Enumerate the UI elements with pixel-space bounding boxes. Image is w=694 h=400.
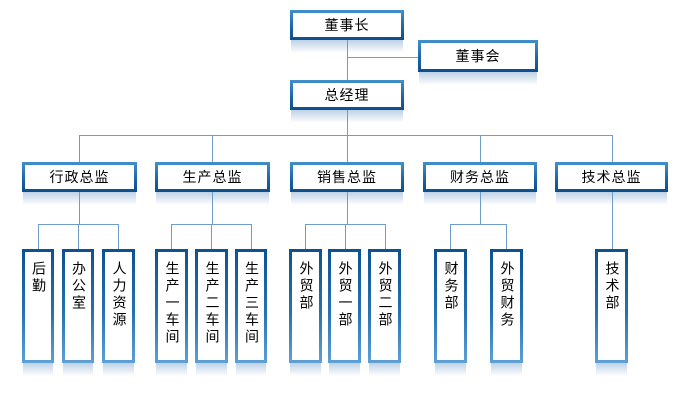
node-label: 行政总监 [49,170,110,186]
node-chairman[interactable]: 董事长 [290,10,404,53]
node-dept-workshop-3[interactable]: 生产三车间 [235,249,267,376]
node-general-manager[interactable]: 总经理 [290,80,404,123]
connector [38,224,39,249]
connector [118,224,119,249]
connector [450,224,451,249]
node-label: 董事长 [324,18,370,34]
node-label: 技术总监 [581,170,642,186]
node-director-production[interactable]: 生产总监 [155,162,270,205]
connector [347,40,348,80]
connector [480,192,481,224]
node-label: 生产总监 [182,170,243,186]
connector [78,224,79,249]
node-dept-office[interactable]: 办公室 [62,249,94,376]
node-dept-finance[interactable]: 财务部 [434,249,467,376]
node-label: 外贸二部 [376,261,393,329]
node-director-finance[interactable]: 财务总监 [423,162,537,205]
connector [347,110,348,135]
node-director-sales[interactable]: 销售总监 [290,162,404,205]
node-label: 总经理 [324,88,370,104]
node-dept-foreign-trade-1[interactable]: 外贸一部 [328,249,361,376]
connector [450,224,507,225]
node-dept-workshop-1[interactable]: 生产一车间 [155,249,188,376]
connector [612,192,613,249]
node-dept-foreign-trade-2[interactable]: 外贸二部 [368,249,401,376]
node-director-admin[interactable]: 行政总监 [22,162,137,205]
connector [612,135,613,162]
connector [347,192,348,224]
node-board[interactable]: 董事会 [418,40,538,85]
node-label: 外贸财务 [498,261,515,329]
connector [347,57,418,58]
node-dept-technology[interactable]: 技术部 [595,249,628,376]
node-label: 办公室 [70,261,86,312]
node-label: 销售总监 [317,170,377,186]
node-label: 财务部 [442,261,459,312]
node-label: 技术部 [603,261,620,312]
node-label: 外贸一部 [336,261,353,329]
node-label: 生产一车间 [163,261,180,346]
connector [347,135,348,162]
connector [211,224,212,249]
node-label: 后勤 [30,261,46,295]
connector [251,224,252,249]
connector [212,192,213,224]
node-director-tech[interactable]: 技术总监 [555,162,668,205]
connector [79,135,80,162]
connector [305,224,306,249]
connector [171,224,172,249]
connector [212,135,213,162]
node-label: 生产二车间 [203,261,220,346]
node-label: 外贸部 [297,261,314,312]
node-dept-foreign-trade[interactable]: 外贸部 [289,249,322,376]
node-dept-logistics[interactable]: 后勤 [22,249,54,376]
connector [480,135,481,162]
node-label: 董事会 [455,49,501,65]
connector [79,192,80,224]
node-dept-foreign-trade-finance[interactable]: 外贸财务 [490,249,523,376]
connector [79,135,613,136]
node-label: 人力资源 [110,261,127,329]
node-dept-hr[interactable]: 人力资源 [102,249,135,376]
node-dept-workshop-2[interactable]: 生产二车间 [195,249,228,376]
connector [506,224,507,249]
node-label: 财务总监 [450,170,510,186]
connector [385,224,386,249]
node-label: 生产三车间 [243,261,259,346]
connector [345,224,346,249]
